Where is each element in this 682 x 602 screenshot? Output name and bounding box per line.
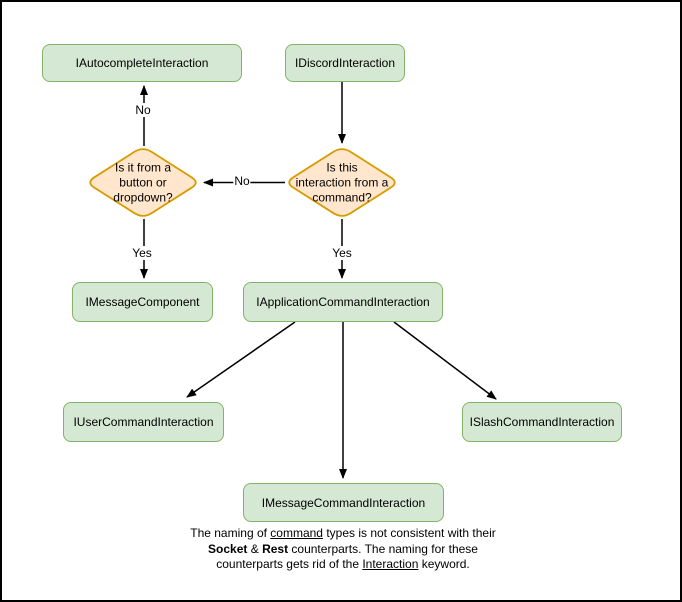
node-slash-command-interaction: ISlashCommandInteraction	[462, 402, 622, 442]
edge-application-command-to-slash-command	[393, 321, 497, 400]
edge-label-yes-message-component: Yes	[131, 246, 153, 260]
naming-note-line-1: The naming of command types is not consi…	[123, 526, 563, 542]
decision-diamond-button-dropdown	[89, 148, 197, 217]
note-text: types is not consistent with their	[322, 526, 496, 540]
decision-text-from-command: Is this interaction from a command?	[296, 161, 389, 206]
edge-label-yes-application-command: Yes	[331, 246, 353, 260]
note-text-underlined: Interaction	[362, 557, 419, 571]
note-text: keyword.	[418, 557, 470, 571]
note-text: The naming of	[190, 526, 271, 540]
note-text-underlined: command	[270, 526, 323, 540]
node-discord-interaction: IDiscordInteraction	[285, 44, 405, 82]
note-text: counterparts gets rid of the	[216, 557, 363, 571]
node-message-command-interaction: IMessageCommandInteraction	[243, 483, 444, 522]
note-text-bold: Rest	[262, 541, 289, 556]
decision-text-line: button or	[119, 175, 167, 190]
edge-application-command-to-user-command	[186, 321, 296, 398]
decision-text-line: Is it from a	[114, 160, 172, 175]
node-message-component: IMessageComponent	[72, 282, 213, 322]
decision-text-line: Is this	[326, 160, 358, 175]
naming-note-line-3: counterparts gets rid of the Interaction…	[123, 557, 563, 573]
node-user-command-interaction: IUserCommandInteraction	[63, 402, 224, 442]
naming-note-line-2: Socket & Rest counterparts. The naming f…	[123, 542, 563, 558]
decision-text-line: interaction from a	[295, 175, 389, 190]
edge-label-no-button-dropdown: No	[233, 174, 251, 188]
decision-text-line: command?	[312, 190, 372, 205]
edge-label-no-autocomplete: No	[134, 103, 152, 117]
node-application-command-interaction: IApplicationCommandInteraction	[243, 282, 443, 322]
decision-text-button-dropdown: Is it from a button or dropdown?	[113, 161, 172, 206]
decision-text-line: dropdown?	[113, 190, 173, 205]
node-autocomplete-interaction: IAutocompleteInteraction	[42, 44, 242, 82]
naming-note: The naming of command types is not consi…	[123, 526, 563, 573]
note-text: &	[247, 541, 263, 556]
decision-diamond-from-command	[288, 148, 396, 217]
note-text-bold: Socket	[208, 541, 248, 556]
note-text: counterparts. The naming for these	[288, 541, 478, 556]
